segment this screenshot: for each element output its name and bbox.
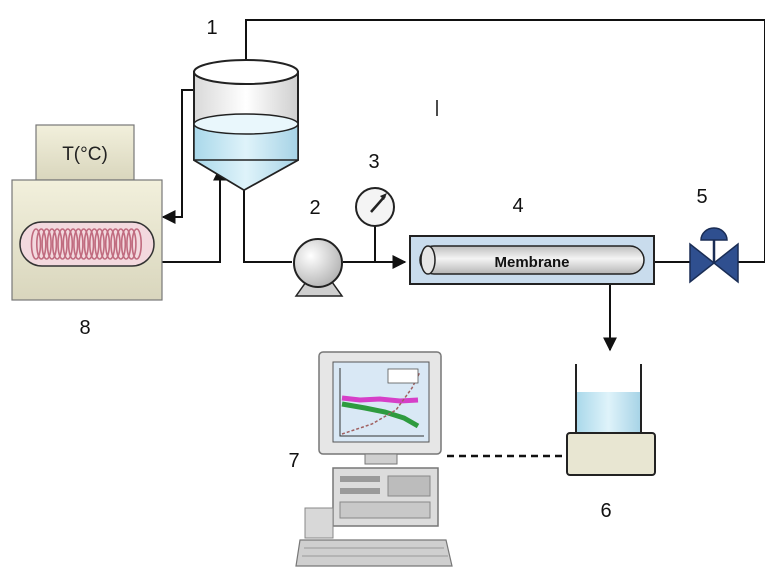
label-permeate-balance: 6	[600, 500, 611, 522]
thermostat-return-line	[161, 89, 196, 224]
thermostat-display: T(°C)	[62, 144, 108, 165]
label-pressure-gauge: 3	[368, 151, 379, 173]
coil-loop	[115, 228, 127, 260]
coil-loop	[57, 228, 68, 260]
coil-loop	[51, 228, 63, 260]
coil-loop	[83, 228, 95, 260]
coil-loop	[99, 228, 111, 260]
coil-loop	[46, 228, 58, 260]
coil-loop	[78, 228, 89, 260]
permeate-balance	[566, 364, 656, 476]
computer	[295, 351, 453, 567]
coil-loop	[67, 228, 79, 260]
membrane-text: Membrane	[494, 254, 569, 271]
coil-loop	[62, 228, 74, 260]
valve	[689, 227, 739, 284]
label-membrane-module: 4	[512, 195, 523, 217]
coil-loop	[30, 228, 42, 260]
label-computer: 7	[288, 450, 299, 472]
coil-loop	[120, 228, 132, 260]
piping	[160, 19, 765, 458]
coil-loop	[73, 228, 84, 260]
pressure-gauge	[355, 187, 395, 227]
coil-loop	[94, 228, 105, 260]
label-feed-tank: 1	[206, 17, 217, 39]
coil-loop	[89, 228, 100, 260]
coil-loop	[104, 228, 116, 260]
tank-to-pump-line	[243, 190, 292, 263]
coil-loop	[110, 228, 121, 260]
coil-loop	[35, 228, 47, 260]
heating-coil	[30, 228, 142, 260]
feed-tank	[193, 59, 299, 192]
thermostat-supply-line	[160, 166, 227, 263]
coil-loop	[126, 228, 137, 260]
label-valve: 5	[696, 186, 707, 208]
thermostat	[11, 124, 163, 301]
coil-loop	[131, 228, 142, 260]
coil-loop	[41, 228, 52, 260]
membrane-module	[409, 235, 655, 285]
return-line	[239, 19, 765, 78]
pump	[293, 238, 344, 297]
label-thermostat: 8	[79, 317, 90, 339]
label-pump: 2	[309, 197, 320, 219]
